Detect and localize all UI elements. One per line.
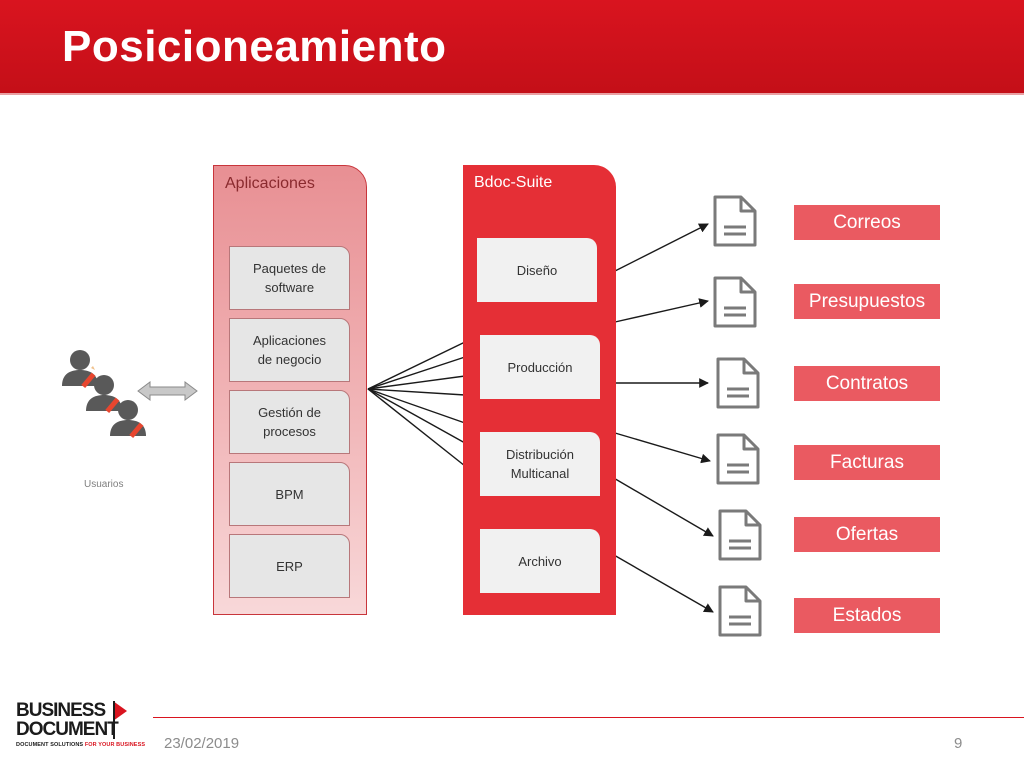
app-box-business-apps: Aplicaciones de negocio: [229, 318, 350, 382]
app-box-process-management: Gestión de procesos: [229, 390, 350, 454]
users-edit-icon: [62, 350, 146, 439]
fan-line: [367, 341, 466, 390]
suite-box-production: Producción: [480, 335, 600, 399]
output-label-emails: Correos: [794, 205, 940, 240]
fan-line: [367, 388, 466, 467]
suite-box-archive: Archivo: [480, 529, 600, 593]
fan-line: [367, 356, 466, 390]
app-box-line1: BPM: [275, 486, 304, 502]
app-box-line2: software: [264, 280, 315, 295]
output-label-invoices: Facturas: [794, 445, 940, 480]
company-logo: BUSINESS DOCUMENT DOCUMENT SOLUTIONS FOR…: [16, 700, 145, 756]
users-label: Usuarios: [84, 479, 124, 490]
logo-tagline-b: FOR YOUR BUSINESS: [84, 742, 146, 748]
header-bar: [0, 0, 1024, 93]
suite-box-line1: Distribución: [506, 447, 574, 462]
document-icon: [713, 276, 757, 328]
output-label-contracts: Contratos: [794, 366, 940, 401]
document-icon: [716, 433, 760, 485]
document-icon: [718, 509, 762, 561]
output-label-offers: Ofertas: [794, 517, 940, 552]
app-box-line1: Gestión de: [258, 405, 321, 420]
logo-flag-icon: [113, 701, 127, 739]
app-box-line1: Paquetes de: [252, 261, 326, 276]
suite-box-design: Diseño: [477, 238, 597, 302]
output-arrow: [614, 223, 709, 272]
suite-title: Bdoc-Suite: [474, 174, 553, 191]
fan-line: [367, 388, 466, 444]
logo-tagline-a: DOCUMENT SOLUTIONS: [16, 742, 85, 748]
logo-tagline: DOCUMENT SOLUTIONS FOR YOUR BUSINESS: [16, 742, 145, 748]
document-icon: [718, 585, 762, 637]
slide-date: 23/02/2019: [164, 735, 240, 752]
app-box-line2: de negocio: [257, 352, 322, 367]
slide-title: Posicioneamiento: [62, 22, 447, 71]
footer-divider: [153, 717, 1024, 718]
fan-line: [367, 388, 466, 424]
output-arrow: [614, 298, 709, 323]
document-icon: [713, 195, 757, 247]
output-arrows: [599, 223, 714, 613]
suite-box-line1: Archivo: [518, 553, 562, 569]
app-box-erp: ERP: [229, 534, 350, 598]
output-arrow: [599, 469, 714, 537]
app-box-line2: procesos: [263, 424, 316, 439]
logo-line1: BUSINESS: [16, 700, 106, 721]
document-icon: [716, 357, 760, 409]
app-box-bpm: BPM: [229, 462, 350, 526]
fan-line: [367, 375, 466, 390]
output-label-quotes: Presupuestos: [794, 284, 940, 319]
app-box-line1: Aplicaciones: [253, 333, 326, 348]
suite-box-line2: Multicanal: [510, 466, 570, 481]
header-divider: [0, 93, 1024, 95]
suite-box-line1: Producción: [507, 359, 573, 375]
page-number: 9: [954, 735, 963, 752]
output-label-statements: Estados: [794, 598, 940, 633]
applications-title: Aplicaciones: [225, 175, 315, 192]
double-arrow-icon: [137, 381, 198, 401]
output-arrow: [599, 546, 714, 613]
app-box-line1: ERP: [276, 558, 303, 574]
fan-lines: [367, 341, 466, 467]
fan-line: [367, 388, 466, 396]
suite-box-line1: Diseño: [516, 262, 558, 278]
app-box-software-packages: Paquetes de software: [229, 246, 350, 310]
document-icons: [713, 195, 762, 637]
logo-line2: DOCUMENT: [16, 719, 119, 740]
output-arrow: [614, 432, 711, 464]
